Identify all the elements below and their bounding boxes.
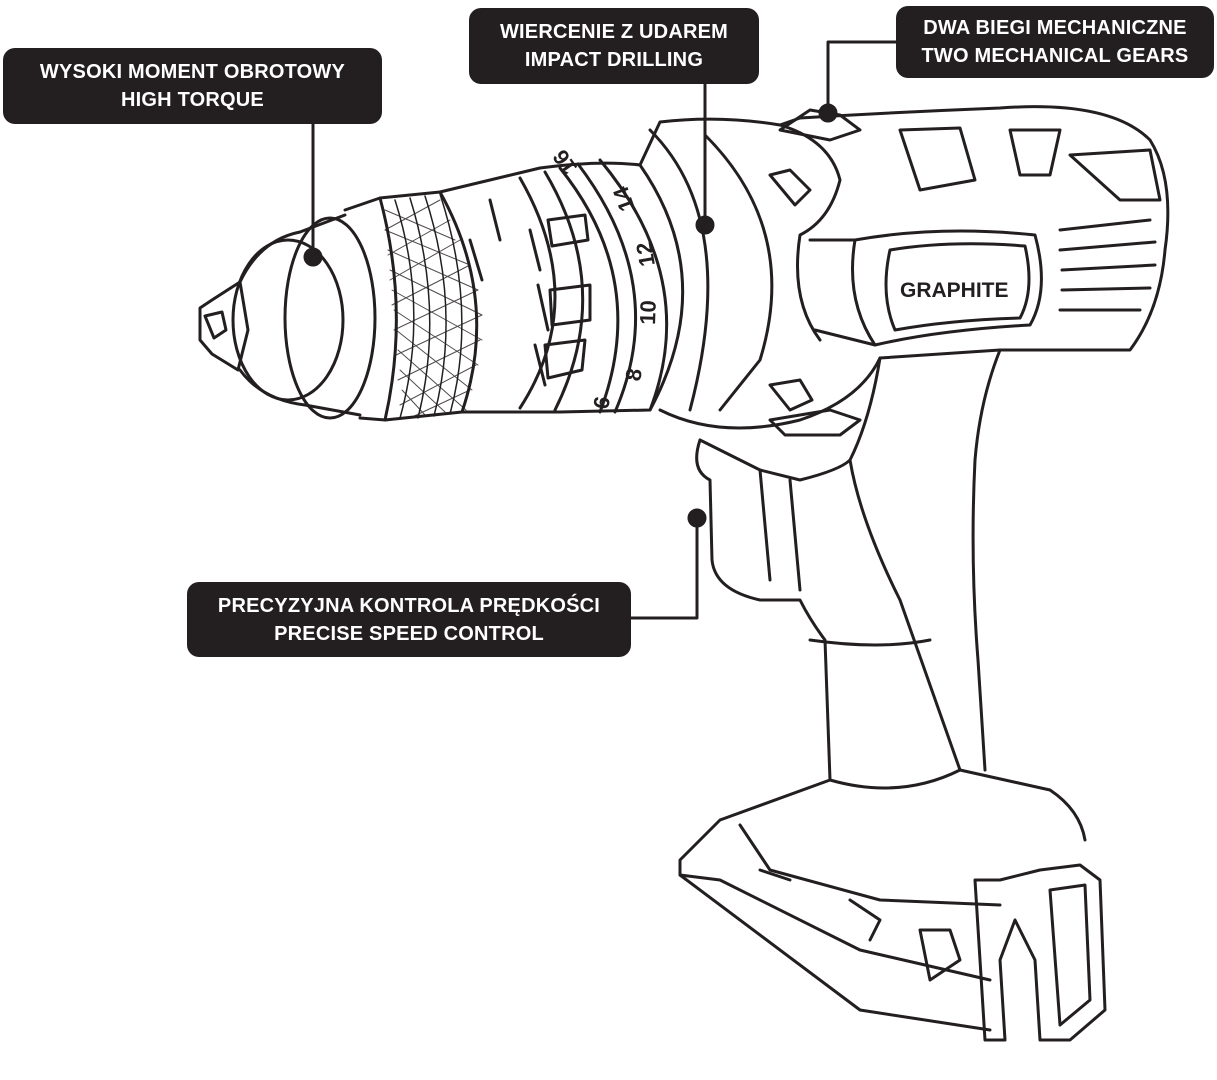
callout-speed-control-pl: PRECYZYJNA KONTROLA PRĘDKOŚCI (217, 594, 601, 617)
svg-text:10: 10 (635, 300, 661, 325)
clutch-ring (438, 158, 685, 414)
chuck-sleeve (378, 190, 483, 422)
svg-text:8: 8 (620, 366, 647, 382)
callout-impact-drilling-en: IMPACT DRILLING (524, 49, 704, 71)
svg-text:6: 6 (588, 394, 615, 410)
callout-high-torque-en: HIGH TORQUE (121, 89, 264, 111)
callout-high-torque: WYSOKI MOMENT OBROTOWY HIGH TORQUE (3, 48, 382, 124)
torque-dial-numbers: 6 8 10 12 14 16 (548, 145, 661, 411)
callout-mechanical-gears-pl: DWA BIEGI MECHANICZNE (923, 17, 1187, 39)
callout-high-torque-pl: WYSOKI MOMENT OBROTOWY (39, 61, 346, 83)
gearbox-housing (638, 105, 1170, 437)
battery-base (678, 768, 1107, 1042)
svg-text:16: 16 (548, 145, 583, 179)
brand-panel (808, 218, 1157, 347)
brand-logo: GRAPHITE (900, 279, 1009, 302)
callout-speed-control-en: PRECISE SPEED CONTROL (274, 622, 544, 645)
svg-text:12: 12 (631, 240, 660, 268)
callout-mechanical-gears-en: TWO MECHANICAL GEARS (921, 45, 1189, 67)
callout-mechanical-gears: DWA BIEGI MECHANICZNE TWO MECHANICAL GEA… (896, 6, 1214, 78)
callout-impact-drilling: WIERCENIE Z UDAREM IMPACT DRILLING (469, 8, 759, 84)
callout-speed-control: PRECYZYJNA KONTROLA PRĘDKOŚCI PRECISE SP… (187, 582, 631, 657)
handle (695, 348, 1002, 782)
chuck-nose (198, 196, 387, 422)
callout-impact-drilling-pl: WIERCENIE Z UDAREM (499, 21, 729, 43)
